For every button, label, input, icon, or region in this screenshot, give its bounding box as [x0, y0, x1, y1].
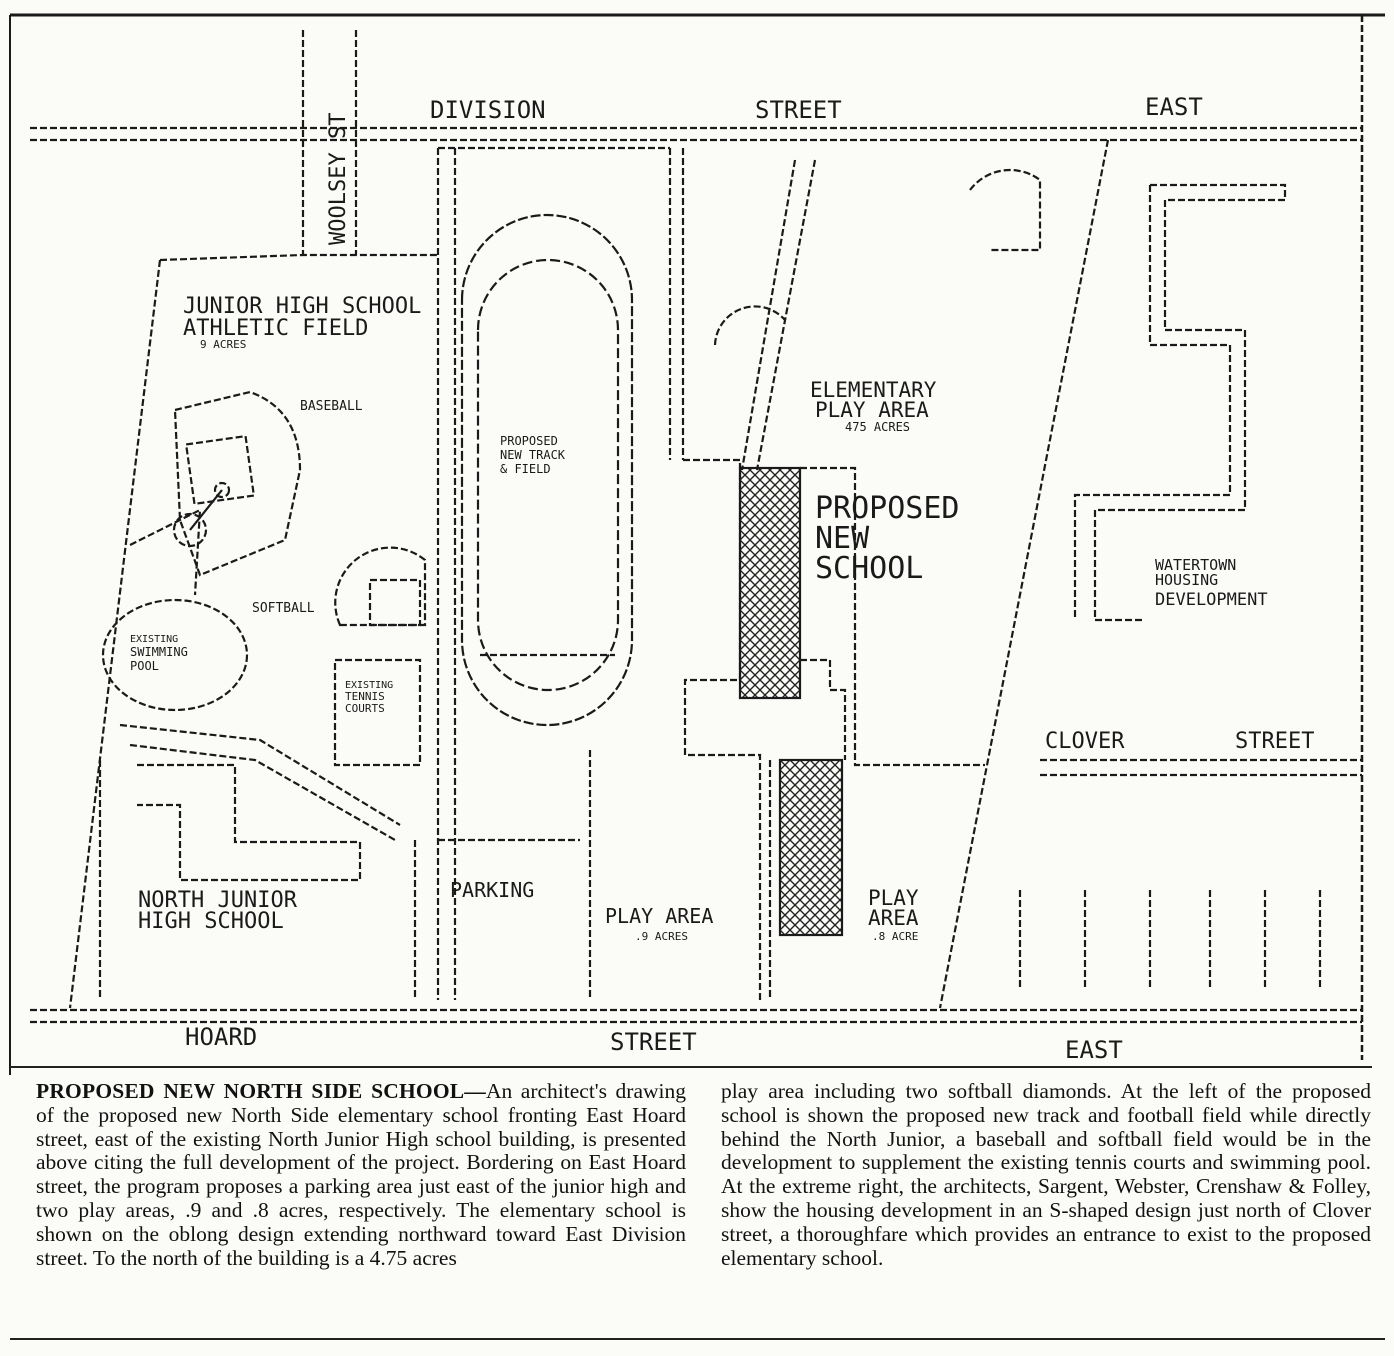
athletic-field-acres: 9 ACRES [200, 338, 246, 351]
housing-label-1: WATERTOWN [1155, 556, 1236, 574]
caption-top-rule [10, 1066, 1372, 1068]
caption-right-text: play area including two softball diamond… [721, 1079, 1371, 1270]
play-area-right-label-1: PLAY [868, 886, 919, 910]
tennis-label-3: COURTS [345, 702, 385, 715]
street-hoard-street-label: STREET [610, 1028, 697, 1056]
track-label-3: & FIELD [500, 462, 551, 476]
softball-label: SOFTBALL [252, 601, 315, 616]
elementary-play-acres: 475 ACRES [845, 420, 910, 434]
tennis-label-2: TENNIS [345, 690, 385, 703]
play-area-left-label: PLAY AREA [605, 904, 713, 928]
track-label-1: PROPOSED [500, 434, 558, 448]
athletic-field-label-1: JUNIOR HIGH SCHOOL [183, 294, 421, 319]
baseball-label: BASEBALL [300, 399, 363, 414]
street-division-street-label: STREET [755, 96, 842, 124]
housing-label-3: DEVELOPMENT [1155, 590, 1268, 610]
north-junior-high-label-2: HIGH SCHOOL [138, 909, 284, 934]
caption-left-text: An architect's drawing of the proposed n… [36, 1079, 686, 1270]
tennis-label-1: EXISTING [345, 680, 393, 691]
housing-label-2: HOUSING [1155, 571, 1218, 589]
athletic-field-label-2: ATHLETIC FIELD [183, 316, 368, 341]
street-woolsey-label: WOOLSEY ST [326, 113, 351, 245]
proposed-school-label-1: PROPOSED [815, 491, 960, 526]
proposed-school-label-2: NEW [815, 521, 870, 556]
parking-label: PARKING [450, 878, 534, 902]
street-division-label: DIVISION [430, 96, 546, 124]
elementary-play-label-1: ELEMENTARY [810, 378, 937, 402]
street-east-top-label: EAST [1145, 93, 1203, 121]
track-label-2: NEW TRACK [500, 448, 566, 462]
street-clover-label: CLOVER [1045, 729, 1125, 754]
pool-label-3: POOL [130, 659, 159, 673]
caption-left-column: PROPOSED NEW NORTH SIDE SCHOOL—An archit… [36, 1079, 686, 1270]
caption-right-column: play area including two softball diamond… [721, 1079, 1371, 1270]
street-east-bottom-label: EAST [1065, 1036, 1123, 1064]
site-plan-drawing: DIVISION STREET EAST WOOLSEY ST HOARD ST… [9, 13, 1385, 1075]
caption-bottom-rule [10, 1338, 1385, 1340]
pool-label-2: SWIMMING [130, 645, 188, 659]
street-hoard-label: HOARD [185, 1023, 257, 1051]
play-area-left-acres: .9 ACRES [635, 930, 688, 943]
elementary-play-label-2: PLAY AREA [815, 398, 929, 422]
pool-label-1: EXISTING [130, 634, 178, 645]
play-area-right-label-2: AREA [868, 906, 919, 930]
play-area-right-acres: .8 ACRE [872, 930, 918, 943]
street-clover-street-label: STREET [1235, 729, 1314, 754]
proposed-school-label-3: SCHOOL [815, 551, 923, 586]
caption-title: PROPOSED NEW NORTH SIDE SCHOOL— [36, 1079, 487, 1103]
north-junior-high-label-1: NORTH JUNIOR [138, 888, 298, 913]
